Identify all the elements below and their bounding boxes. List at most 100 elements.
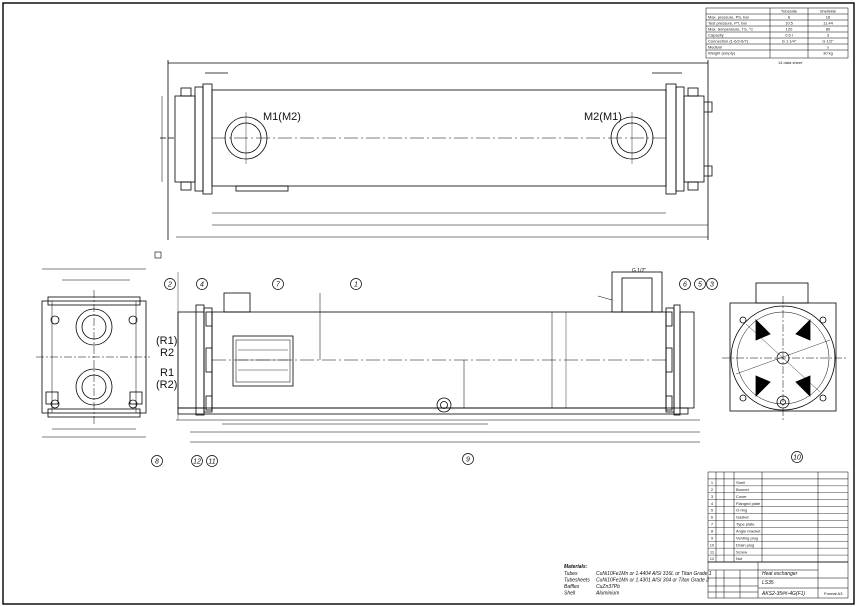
- nozzle-label-m1: M1(M2): [263, 111, 301, 123]
- materials-list: Tubes CuNi10Fe1Mn or 1.4404 AISI 316L or …: [564, 571, 712, 597]
- spec-note: 14 data sheet: [778, 60, 803, 65]
- balloon-8: 8: [151, 455, 163, 467]
- spec-row-label: Capacity: [708, 33, 724, 38]
- balloon-1: 1: [350, 278, 362, 290]
- bom-row-number: 6: [711, 515, 714, 520]
- balloon-2: 2: [164, 278, 176, 290]
- spec-row-tubeside: 0.5 l: [785, 33, 793, 38]
- balloon-6: 6: [679, 278, 691, 290]
- bom-row-number: 9: [711, 535, 714, 540]
- bom-row-number: 10: [710, 542, 715, 547]
- bom-row-lines: [708, 478, 848, 563]
- material-spec: CuNi10Fe1Mn or 1.4404 AISI 316L or Titan…: [596, 571, 712, 577]
- bom-row-number: 2: [711, 487, 714, 492]
- spec-row-shellside: 3: [827, 33, 830, 38]
- front-view: [176, 271, 700, 443]
- spec-row-shellside: G 1/2": [822, 39, 834, 44]
- balloon-10: 10: [791, 451, 803, 463]
- balloon-label: 12: [193, 459, 201, 466]
- balloon-5: 5: [694, 278, 706, 290]
- balloon-label: 9: [466, 457, 470, 464]
- nozzle-label-m2: M2(M1): [584, 111, 622, 123]
- bom-row-name: Shell: [736, 480, 745, 485]
- top-view: [160, 60, 713, 240]
- bom-row-number: 3: [711, 494, 714, 499]
- material-spec: Aluminium: [595, 591, 619, 597]
- balloon-label: 10: [793, 455, 801, 462]
- spec-row-shellside: 16: [826, 15, 831, 20]
- bom-row-name: Venting plug: [736, 535, 758, 540]
- balloon-label: 4: [200, 282, 204, 289]
- material-part: Tubesheets: [564, 578, 590, 584]
- bom-row-name: Cover: [736, 494, 747, 499]
- title-sheet-format: Format A3: [824, 591, 843, 596]
- balloon-label: 5: [698, 282, 702, 289]
- balloon-label: 11: [208, 459, 215, 466]
- spec-row-shellside: 11.44: [823, 21, 833, 26]
- material-spec: CuZn37Pb: [596, 584, 620, 590]
- spec-row-tubeside: 6: [788, 15, 791, 20]
- spec-row-tubeside: 10.5: [785, 21, 794, 26]
- material-part: Tubes: [564, 571, 578, 577]
- bom-row-number: 1: [711, 480, 714, 485]
- material-part: Shell: [564, 591, 576, 597]
- spec-row-tubeside: G 1 1/4": [782, 39, 797, 44]
- end-view-right: [722, 282, 846, 420]
- bom-row-name: Screw: [736, 549, 747, 554]
- bom-row-name: O-ring: [736, 508, 747, 513]
- materials-heading: Materials:: [564, 564, 588, 570]
- title-series: LS35: [762, 580, 774, 586]
- spec-row-shellside: 80: [826, 27, 831, 32]
- balloon-7: 7: [272, 278, 284, 290]
- spec-row-label: Max. temperature, TS, °C: [708, 27, 753, 32]
- balloon-12: 12: [191, 455, 203, 467]
- label-r1: R1: [160, 367, 174, 379]
- spec-row-label: Test pressure, PT, bar: [708, 21, 748, 26]
- end-view-left: [36, 268, 150, 438]
- balloon-3: 3: [706, 278, 718, 290]
- spec-row-tubeside: 120: [786, 27, 793, 32]
- bom-row-name: Bonnet: [736, 487, 750, 492]
- pipe-thread-label: G 1/2": [632, 268, 646, 274]
- spec-row-shellside: x: [827, 45, 829, 50]
- spec-header-shellside: Shellside: [820, 9, 837, 14]
- bom-row-number: 12: [710, 556, 715, 561]
- spec-header-tubeside: Tubeside: [781, 9, 798, 14]
- material-part: Baffles: [564, 584, 580, 590]
- balloon-label: 7: [276, 282, 281, 289]
- balloon-label: 2: [167, 282, 172, 289]
- balloon-label: 8: [155, 459, 159, 466]
- bom-row-number: 4: [711, 501, 714, 506]
- bom-row-name: Drain plug: [736, 542, 754, 547]
- balloon-label: 3: [710, 282, 714, 289]
- bom-row-number: 7: [711, 522, 714, 527]
- spec-row-label: Max. pressure, PS, bar: [708, 15, 750, 20]
- bom-row-name: Nut: [736, 556, 743, 561]
- bom-row-name: Gasket: [736, 515, 750, 520]
- title-number: AKS2-35##-4G(F1): [761, 591, 805, 597]
- top-view-dimension-marks: [154, 251, 162, 259]
- bom-row-number: 11: [710, 549, 715, 554]
- title-block: [707, 561, 849, 599]
- spec-row-label: Connection (1-6/2-6/7): [708, 39, 749, 44]
- bom-row-name: Flanged plate: [736, 501, 761, 506]
- spec-row-shellside: 30 kg: [823, 51, 833, 56]
- bom-row-name: Type plate: [736, 522, 755, 527]
- balloon-11: 11: [206, 455, 218, 467]
- label-r2: R2: [160, 347, 174, 359]
- bom-table: [707, 471, 849, 563]
- balloon-4: 4: [196, 278, 208, 290]
- spec-table: [705, 7, 849, 59]
- bom-row-name: Angle bracket: [736, 529, 761, 534]
- balloon-label: 6: [683, 282, 687, 289]
- spec-row-label: Weight (empty): [708, 51, 736, 56]
- bom-row-number: 5: [711, 508, 714, 513]
- bom-row-number: 8: [711, 529, 714, 534]
- spec-row-label: Medium: [708, 45, 723, 50]
- label-r1-paren: (R1): [156, 335, 177, 347]
